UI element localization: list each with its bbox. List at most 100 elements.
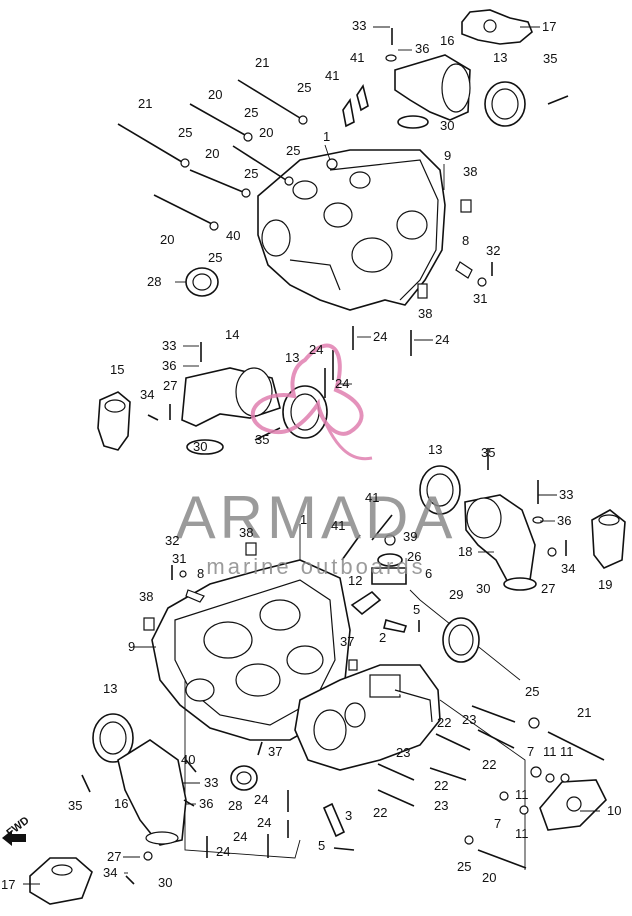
callout-23-label: 23 bbox=[396, 745, 410, 760]
callout-11-label: 11 bbox=[543, 744, 557, 759]
callout-34-label: 34 bbox=[140, 387, 154, 402]
callout-38-label: 38 bbox=[139, 589, 153, 604]
callout-27-label: 27 bbox=[107, 849, 121, 864]
callout-12-label: 12 bbox=[348, 573, 362, 588]
watermark-brand: ARMADA bbox=[176, 484, 457, 551]
callout-25-label: 25 bbox=[286, 143, 300, 158]
callout-11-label: 11 bbox=[515, 826, 529, 841]
callout-41-label: 41 bbox=[325, 68, 339, 83]
callout-5-label: 5 bbox=[318, 838, 325, 853]
callout-3-label: 3 bbox=[345, 808, 352, 823]
propeller-logo bbox=[250, 343, 373, 461]
callout-5-label: 5 bbox=[413, 602, 420, 617]
callout-31-label: 31 bbox=[172, 551, 186, 566]
lower-left-small-parts bbox=[143, 542, 257, 631]
callout-31-label: 31 bbox=[473, 291, 487, 306]
callout-35-label: 35 bbox=[543, 51, 557, 66]
callout-23-label: 23 bbox=[462, 712, 476, 727]
callout-33-label: 33 bbox=[162, 338, 176, 353]
callout-11-label: 11 bbox=[560, 744, 574, 759]
upper-cylinder-head bbox=[257, 149, 446, 311]
upper-head-bolts bbox=[117, 79, 308, 231]
callout-27-label: 27 bbox=[163, 378, 177, 393]
callout-34-label: 34 bbox=[561, 561, 575, 576]
callout-32-label: 32 bbox=[165, 533, 179, 548]
callout-2-label: 2 bbox=[379, 630, 386, 645]
lower-manifold-block bbox=[294, 664, 441, 771]
callout-7-label: 7 bbox=[494, 816, 501, 831]
callout-25-label: 25 bbox=[457, 859, 471, 874]
callout-36-label: 36 bbox=[162, 358, 176, 373]
callout-24-label: 24 bbox=[373, 329, 387, 344]
callout-36-label: 36 bbox=[557, 513, 571, 528]
middle-water-elbow-group bbox=[97, 342, 328, 455]
callout-21-label: 21 bbox=[138, 96, 152, 111]
callout-16-label: 16 bbox=[114, 796, 128, 811]
callout-36-label: 36 bbox=[415, 41, 429, 56]
callout-24-label: 24 bbox=[435, 332, 449, 347]
callout-22-label: 22 bbox=[482, 757, 496, 772]
watermark-tagline: marine outboards bbox=[206, 554, 425, 579]
callout-15-label: 15 bbox=[110, 362, 124, 377]
callout-1-label: 1 bbox=[300, 512, 307, 527]
callout-13-label: 13 bbox=[285, 350, 299, 365]
callout-13-label: 13 bbox=[103, 681, 117, 696]
callout-1-label: 1 bbox=[323, 129, 330, 144]
lower-bottom-center-parts bbox=[206, 741, 355, 858]
callout-28-label: 28 bbox=[147, 274, 161, 289]
callout-17-label: 17 bbox=[542, 19, 556, 34]
callout-27-label: 27 bbox=[541, 581, 555, 596]
callout-29-label: 29 bbox=[449, 587, 463, 602]
callout-28-label: 28 bbox=[228, 798, 242, 813]
callout-36-label: 36 bbox=[199, 796, 213, 811]
lower-assembly-outline bbox=[184, 524, 526, 870]
leader-lines bbox=[23, 26, 600, 885]
callout-20-label: 20 bbox=[482, 870, 496, 885]
callout-33-label: 33 bbox=[352, 18, 366, 33]
callout-35-label: 35 bbox=[68, 798, 82, 813]
fwd-arrow: FWD bbox=[2, 814, 32, 846]
callout-34-label: 34 bbox=[103, 865, 117, 880]
callout-41-label: 41 bbox=[350, 50, 364, 65]
callout-24-label: 24 bbox=[257, 815, 271, 830]
callout-35-label: 35 bbox=[481, 445, 495, 460]
callout-39-label: 39 bbox=[403, 529, 417, 544]
callout-11-label: 11 bbox=[515, 787, 529, 802]
callout-21-label: 21 bbox=[577, 705, 591, 720]
callout-37-label: 37 bbox=[268, 744, 282, 759]
callout-20-label: 20 bbox=[259, 125, 273, 140]
callout-20-label: 20 bbox=[205, 146, 219, 161]
callout-25-label: 25 bbox=[244, 105, 258, 120]
callout-24-label: 24 bbox=[309, 342, 323, 357]
callout-20-label: 20 bbox=[208, 87, 222, 102]
callout-24-label: 24 bbox=[254, 792, 268, 807]
lower-left-water-fittings bbox=[29, 713, 197, 905]
lower-right-water-fittings bbox=[419, 448, 626, 663]
callout-33-label: 33 bbox=[559, 487, 573, 502]
callout-8-label: 8 bbox=[462, 233, 469, 248]
callout-37-label: 37 bbox=[340, 634, 354, 649]
armada-watermark: ARMADA marine outboards bbox=[176, 343, 457, 579]
callout-30-label: 30 bbox=[440, 118, 454, 133]
callout-24-label: 24 bbox=[335, 376, 349, 391]
callout-9-label: 9 bbox=[128, 639, 135, 654]
callout-25-label: 25 bbox=[297, 80, 311, 95]
callout-30-label: 30 bbox=[158, 875, 172, 890]
lower-head-bolts bbox=[377, 705, 605, 869]
callout-9-label: 9 bbox=[444, 148, 451, 163]
callout-30-label: 30 bbox=[476, 581, 490, 596]
callout-18-label: 18 bbox=[458, 544, 472, 559]
callout-24-label: 24 bbox=[216, 844, 230, 859]
upper-spark-plugs bbox=[342, 84, 369, 128]
callout-38-label: 38 bbox=[239, 525, 253, 540]
callout-22-label: 22 bbox=[373, 805, 387, 820]
callout-13-label: 13 bbox=[493, 50, 507, 65]
callout-10-label: 10 bbox=[607, 803, 621, 818]
callout-25-label: 25 bbox=[244, 166, 258, 181]
callout-35-label: 35 bbox=[255, 432, 269, 447]
callout-19-label: 19 bbox=[598, 577, 612, 592]
lower-right-cover bbox=[499, 766, 607, 831]
callout-40-label: 40 bbox=[226, 228, 240, 243]
callout-14-label: 14 bbox=[225, 327, 239, 342]
